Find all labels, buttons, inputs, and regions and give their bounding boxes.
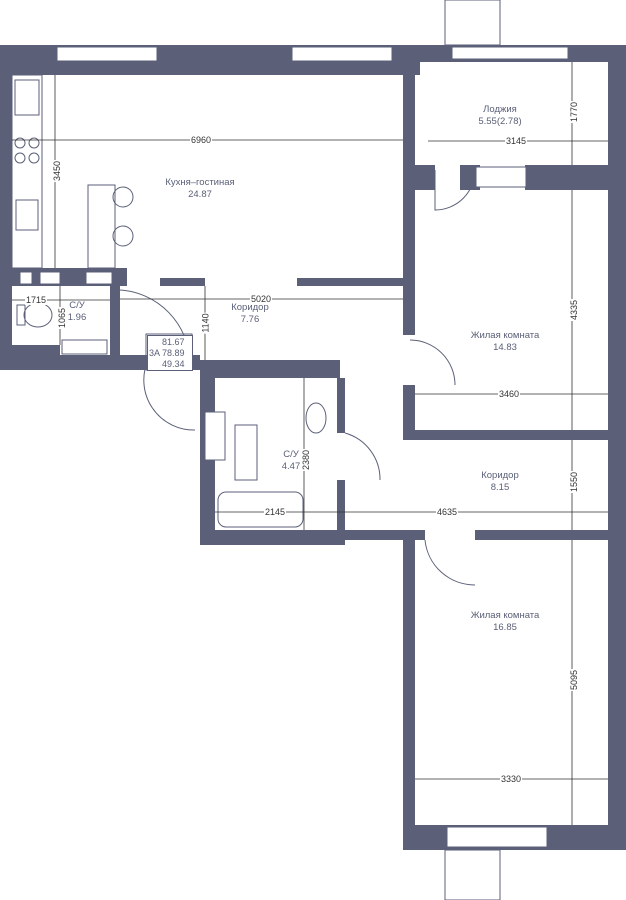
- room-area: 14.83: [493, 342, 517, 353]
- dim-living1-height: 4335: [569, 298, 580, 322]
- room-name: Кухня–гостиная: [165, 177, 235, 188]
- dim-living2-height: 5095: [569, 668, 580, 692]
- dim-wc1-height: 1065: [57, 306, 68, 330]
- total-area: 81.67: [162, 337, 185, 347]
- living-area: 49.34: [162, 359, 185, 369]
- room-name: С/У: [69, 300, 85, 311]
- room-area: 5.55(2.78): [478, 116, 522, 127]
- room-area: 7.76: [240, 314, 260, 325]
- room-name: Коридор: [231, 302, 269, 313]
- dim-corridor2-height: 1550: [569, 470, 580, 494]
- dim-living1-width: 3460: [498, 389, 521, 399]
- reduced-area: 78.89: [162, 348, 185, 358]
- dim-kitchen-height: 3450: [52, 159, 63, 183]
- room-name: Жилая комната: [470, 330, 540, 341]
- room-name: Жилая комната: [470, 610, 540, 621]
- room-area: 16.85: [493, 622, 517, 633]
- dim-wc2-height: 2380: [301, 448, 312, 472]
- dim-kitchen-width: 6960: [190, 135, 213, 145]
- room-area: 4.47: [281, 461, 301, 472]
- apartment-summary-badge: 3A 81.67 78.89 49.34: [147, 335, 193, 371]
- dim-loggia-width: 3145: [505, 136, 528, 146]
- dim-wc2-width: 2145: [264, 507, 287, 517]
- dim-corridor-width: 5020: [250, 294, 273, 304]
- dim-loggia-height: 1770: [569, 100, 580, 124]
- dim-corridor-height: 1140: [200, 312, 211, 334]
- room-name: Коридор: [481, 470, 519, 481]
- apartment-type: 3A: [149, 348, 161, 358]
- room-area: 24.87: [188, 189, 212, 200]
- room-name: С/У: [283, 449, 299, 460]
- room-name: Лоджия: [483, 104, 517, 115]
- dim-living2-width: 3330: [500, 774, 523, 784]
- dim-corridor2-width: 4635: [436, 507, 459, 517]
- room-area: 1.96: [67, 312, 87, 323]
- dim-wc1-width: 1715: [25, 295, 48, 305]
- room-area: 8.15: [490, 482, 510, 493]
